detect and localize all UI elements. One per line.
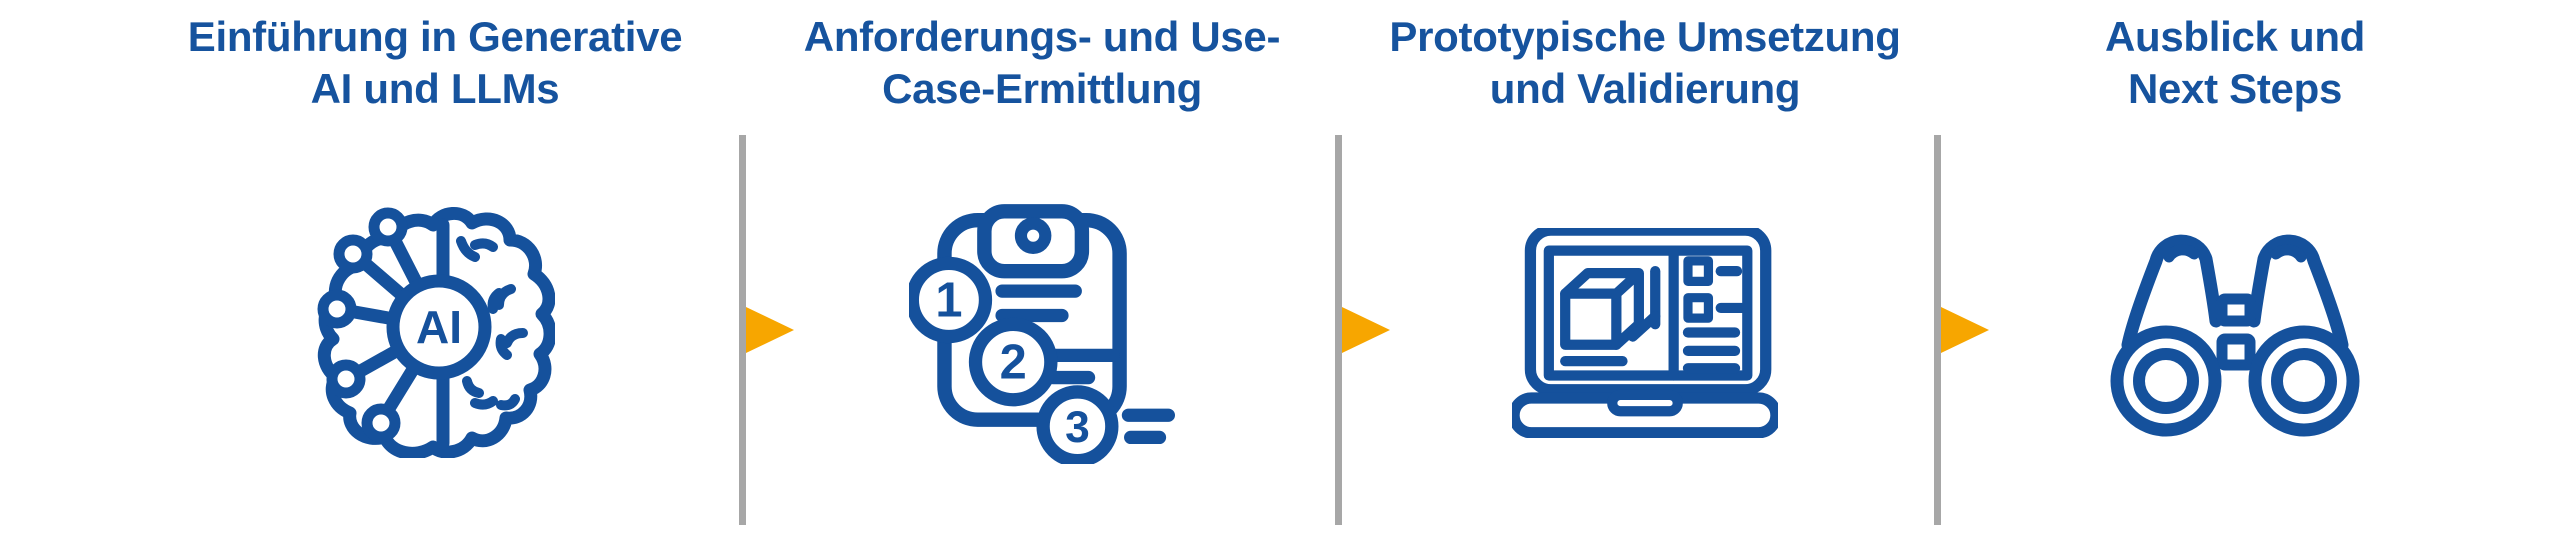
stage-1-title-line1: Einführung in Generative bbox=[187, 13, 683, 60]
step-number-2: 2 bbox=[1000, 336, 1027, 390]
clipboard-numbered-list-icon: 1 2 3 bbox=[909, 204, 1175, 464]
stage-2-title: Anforderungs- und Use- Case-Ermittlung bbox=[752, 0, 1332, 115]
stage-4-title-line1: Ausblick und bbox=[2104, 13, 2366, 60]
divider bbox=[739, 135, 746, 525]
ai-brain-icon: AI bbox=[317, 207, 555, 458]
stage-4-title-line2: Next Steps bbox=[2127, 65, 2343, 112]
flow-arrow-icon bbox=[1941, 307, 1989, 353]
step-number-1: 1 bbox=[935, 274, 962, 328]
laptop-prototype-icon bbox=[1512, 228, 1778, 438]
stage-2-title-line2: Case-Ermittlung bbox=[882, 65, 1202, 112]
stage-2: Anforderungs- und Use- Case-Ermittlung 1… bbox=[752, 0, 1332, 551]
stage-3-title: Prototypische Umsetzung und Validierung bbox=[1355, 0, 1935, 115]
stage-4-title: Ausblick und Next Steps bbox=[1945, 0, 2525, 115]
ai-label: AI bbox=[416, 301, 462, 353]
divider bbox=[1335, 135, 1342, 525]
flow-arrow-icon bbox=[746, 307, 794, 353]
flow-arrow-icon bbox=[1342, 307, 1390, 353]
stage-1-title: Einführung in Generative AI und LLMs bbox=[145, 0, 725, 115]
divider bbox=[1934, 135, 1941, 525]
stage-3: Prototypische Umsetzung und Validierung bbox=[1355, 0, 1935, 551]
stage-1: Einführung in Generative AI und LLMs AI bbox=[145, 0, 725, 551]
stage-4: Ausblick und Next Steps bbox=[1945, 0, 2525, 551]
stage-1-title-line2: AI und LLMs bbox=[310, 65, 560, 112]
stage-3-title-line2: und Validierung bbox=[1489, 65, 1801, 112]
binoculars-icon bbox=[2110, 234, 2360, 437]
step-number-3: 3 bbox=[1065, 403, 1090, 452]
stage-2-title-line1: Anforderungs- und Use- bbox=[803, 13, 1281, 60]
stage-3-title-line1: Prototypische Umsetzung bbox=[1389, 13, 1901, 60]
